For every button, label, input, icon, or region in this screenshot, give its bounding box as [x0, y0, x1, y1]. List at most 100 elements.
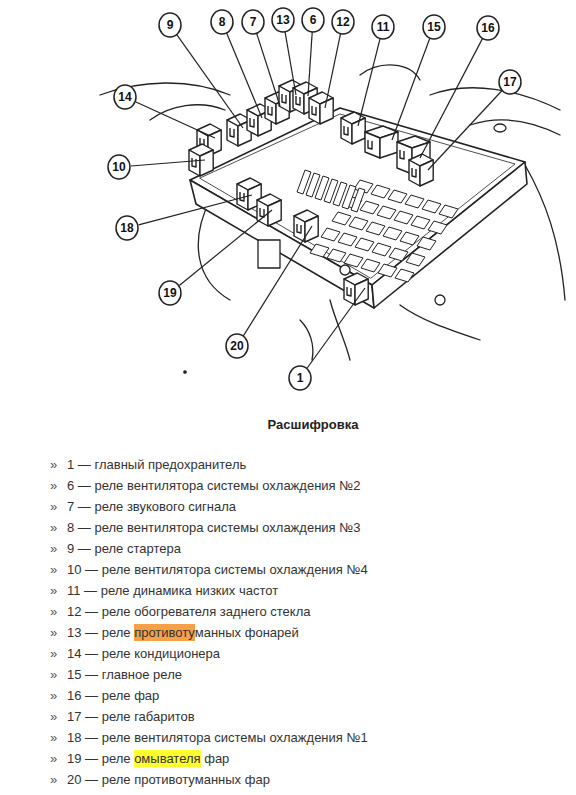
fuse	[355, 238, 374, 251]
legend-item: 6 — реле вентилятора системы охлаждения …	[67, 478, 360, 494]
list-bullet: »	[50, 604, 57, 620]
fuse	[405, 195, 424, 208]
callout-circle	[114, 85, 136, 109]
fuse	[411, 216, 430, 229]
leader-line	[428, 91, 502, 170]
relay-notch	[230, 128, 234, 137]
relay-side	[305, 216, 318, 242]
callout-circle	[332, 10, 354, 34]
callout-number: 7	[250, 16, 257, 28]
list-bullet: »	[50, 583, 57, 599]
box-top	[190, 108, 525, 285]
box-front-left	[190, 180, 374, 308]
callout-number: 16	[481, 22, 494, 34]
list-bullet: »	[50, 457, 57, 473]
leader-line	[131, 160, 205, 166]
legend-item: 20 — реле противотуманных фар	[67, 772, 270, 788]
list-bullet: »	[50, 688, 57, 704]
list-bullet: »	[50, 478, 57, 494]
bolt	[435, 295, 445, 305]
fuse	[428, 221, 447, 234]
relay-notch	[192, 158, 196, 167]
callout-circle	[159, 13, 181, 37]
callout-circle	[423, 15, 445, 39]
leader-line	[136, 102, 215, 138]
bay-curve	[300, 320, 313, 360]
fuse	[388, 190, 407, 203]
fuse	[377, 206, 396, 219]
callout-circle	[242, 10, 264, 34]
bay-curve	[360, 65, 420, 80]
callout-number: 14	[118, 91, 131, 103]
fuse	[378, 264, 397, 277]
legend-item: 14 — реле кондиционера	[67, 646, 220, 662]
leader-line	[179, 210, 272, 285]
leader-line	[307, 288, 365, 368]
callout-number: 20	[230, 340, 243, 352]
list-bullet: »	[50, 499, 57, 515]
fuse	[338, 233, 357, 246]
callout-circle	[499, 70, 521, 94]
legend-item: 7 — реле звукового сигнала	[67, 499, 236, 515]
relay-notch	[282, 94, 286, 103]
callout-number: 13	[276, 14, 289, 26]
list-bullet: »	[50, 709, 57, 725]
list-bullet: »	[50, 562, 57, 578]
relay-notch	[240, 192, 244, 201]
callout-circle	[108, 155, 130, 179]
callout-number: 10	[112, 161, 125, 173]
fuse	[406, 253, 425, 266]
legend-item: 11 — реле динамика низких частот	[67, 583, 278, 599]
legend-item: 12 — реле обогревателя заднего стекла	[67, 604, 310, 620]
legend-item: 18 — реле вентилятора системы охлаждения…	[67, 730, 368, 746]
legend-item: 1 — главный предохранитель	[67, 457, 246, 473]
leader-line	[392, 38, 430, 140]
fuse	[321, 228, 340, 241]
relay-notch	[297, 224, 301, 233]
fuse	[394, 211, 413, 224]
legend-item: 10 — реле вентилятора системы охлаждения…	[67, 562, 368, 578]
fuse	[372, 243, 391, 256]
leader-line	[139, 195, 252, 225]
list-bullet: »	[50, 646, 57, 662]
bay-curve	[150, 105, 225, 120]
callout-number: 19	[163, 287, 176, 299]
fuse	[332, 212, 351, 225]
fuse	[389, 248, 408, 261]
legend-item: 15 — главное реле	[67, 667, 182, 683]
fuse	[366, 222, 385, 235]
leader-line	[308, 32, 312, 96]
relay-front	[279, 86, 290, 112]
relay-front	[365, 132, 380, 158]
relay-notch	[347, 287, 351, 296]
callout-number: 6	[310, 14, 317, 26]
callout-circle	[159, 281, 181, 305]
bay-curve	[470, 120, 560, 135]
fuse	[344, 254, 363, 267]
box-front-right	[372, 162, 527, 308]
relay-side	[200, 150, 213, 176]
list-bullet: »	[50, 751, 57, 767]
heading: Расшифровка	[268, 417, 359, 432]
relay-side	[268, 200, 281, 226]
bay-curve	[400, 305, 480, 340]
callout-number: 15	[427, 21, 440, 33]
relay-notch	[400, 150, 404, 159]
relay-front	[265, 98, 276, 124]
relay-notch	[296, 96, 300, 105]
legend-item: 17 — реле габаритов	[67, 709, 195, 725]
bolt	[494, 124, 506, 132]
list-bullet: »	[50, 625, 57, 641]
fuse	[395, 269, 414, 282]
fuse	[349, 217, 368, 230]
callout-circle	[289, 366, 311, 390]
callout-circle	[477, 16, 499, 40]
callout-circle	[226, 334, 248, 358]
legend-item: 16 — реле фар	[67, 688, 159, 704]
relay-notch	[268, 106, 272, 115]
bay-curve	[525, 165, 565, 300]
leader-line	[358, 39, 380, 126]
relay-notch	[368, 140, 372, 149]
bay-curve	[330, 300, 350, 360]
callout-number: 9	[167, 19, 174, 31]
